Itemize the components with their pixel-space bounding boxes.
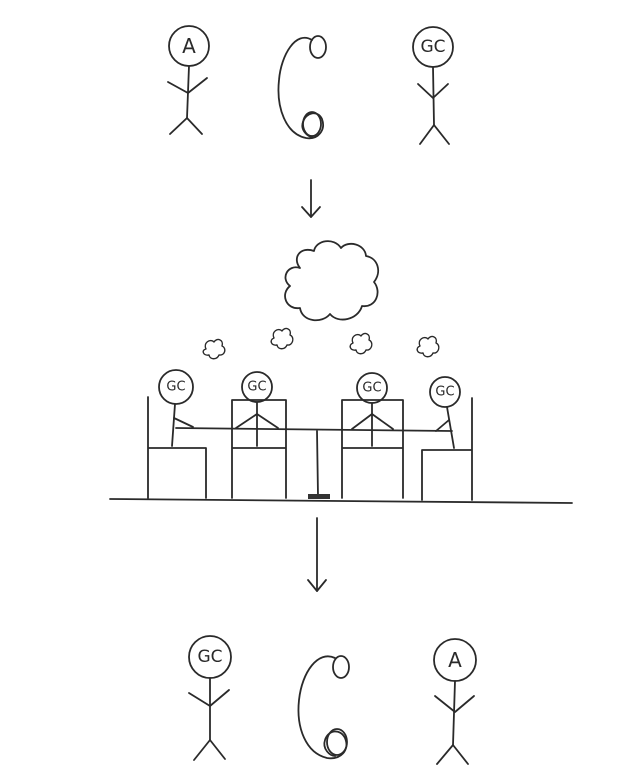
small-puff-1 <box>202 338 226 360</box>
top-stage: A GC <box>167 25 454 145</box>
bottom-phone-shape <box>297 655 350 760</box>
middle-stage: GC GC GC GC <box>109 240 573 504</box>
phone-outline <box>277 37 324 140</box>
torso-line <box>171 403 176 447</box>
head-label: GC <box>166 380 185 395</box>
head-label: GC <box>197 647 222 667</box>
phone-mouthpiece <box>302 111 322 137</box>
small-puff-3 <box>349 332 373 355</box>
table-person-4: GC <box>421 376 473 501</box>
head-label: GC <box>420 37 445 57</box>
arms-line <box>417 83 449 99</box>
small-puff-4 <box>416 335 440 358</box>
arrow-head <box>301 206 321 218</box>
head-label: GC <box>247 380 266 395</box>
table-person-3: GC <box>341 372 404 499</box>
table-top <box>175 427 453 432</box>
table-person-1: GC <box>147 369 207 499</box>
body-line <box>432 66 435 126</box>
arms-line <box>235 413 279 429</box>
phone-earpiece <box>332 655 350 679</box>
legs-line <box>193 739 226 761</box>
table <box>175 427 453 499</box>
ground-line <box>109 498 573 504</box>
legs-line <box>419 124 450 145</box>
phone-outline <box>297 655 348 760</box>
bottom-right-stick-figure: A <box>433 638 477 765</box>
big-thought-cloud <box>284 240 380 322</box>
head-label: A <box>182 34 196 58</box>
head-label: GC <box>435 385 454 400</box>
table-leg <box>316 430 319 497</box>
head-label: GC <box>362 381 381 396</box>
head-label: A <box>448 648 462 672</box>
arrow-down-2 <box>307 517 327 592</box>
arms-line <box>434 695 475 713</box>
head-circle <box>158 369 194 405</box>
table-person-2: GC <box>231 371 287 499</box>
arms-line <box>188 689 230 707</box>
top-right-stick-figure: GC <box>412 26 454 145</box>
phone-earpiece <box>309 35 327 59</box>
head-circle <box>429 376 461 408</box>
top-left-stick-figure: A <box>167 25 210 135</box>
arms-line <box>167 77 208 94</box>
bottom-stage: GC A <box>188 635 477 765</box>
arrow-head <box>307 579 327 592</box>
table-base <box>308 494 330 499</box>
legs-line <box>436 744 469 765</box>
small-puff-2 <box>270 327 294 350</box>
body-line <box>452 680 456 746</box>
arm-line <box>173 417 194 428</box>
chair <box>421 397 473 501</box>
top-phone-shape <box>277 35 327 140</box>
arrow-down-1 <box>301 179 321 218</box>
phone-mouthpiece <box>326 728 348 756</box>
torso-line <box>446 406 455 449</box>
legs-line <box>169 117 203 135</box>
chair <box>147 396 207 499</box>
bottom-left-stick-figure: GC <box>188 635 232 761</box>
arms-line <box>351 413 394 430</box>
arm-line <box>435 419 450 432</box>
